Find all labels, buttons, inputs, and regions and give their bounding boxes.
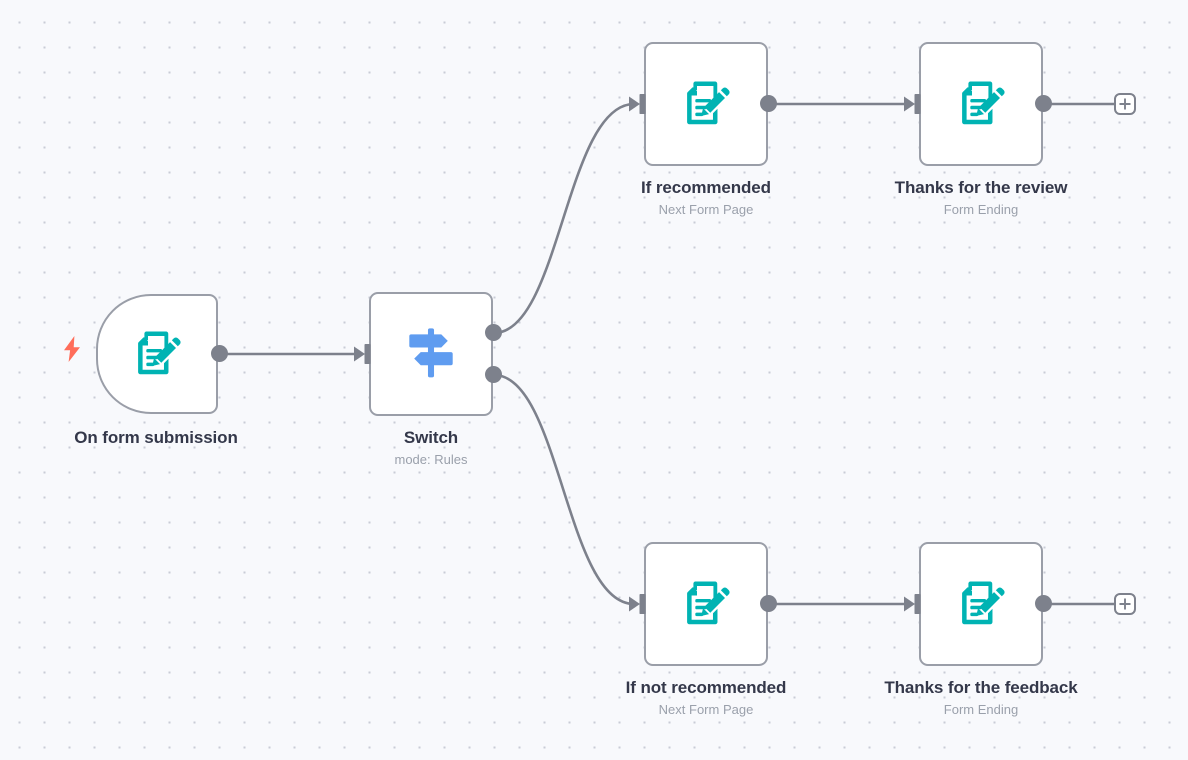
add-node-button-top[interactable] (1114, 93, 1136, 115)
input-arrow-thanks-for-the-feedback (902, 593, 924, 615)
trigger-lightning-bolt-icon (62, 336, 82, 362)
form-document-pencil-icon (954, 77, 1008, 131)
connection-switch-to-if-not-recommended (492, 373, 636, 606)
node-on-form-submission[interactable] (96, 294, 218, 414)
input-arrow-if-recommended (627, 93, 649, 115)
add-node-button-bottom[interactable] (1114, 593, 1136, 615)
form-document-pencil-icon (679, 577, 733, 631)
caption-if-recommended: If recommended Next Form Page (556, 178, 856, 219)
output-dot-thanks-for-the-review[interactable] (1035, 95, 1052, 112)
node-title: If recommended (641, 178, 771, 197)
node-title: On form submission (74, 428, 238, 447)
caption-if-not-recommended: If not recommended Next Form Page (556, 678, 856, 719)
output-dot-on-form-submission[interactable] (211, 345, 228, 362)
node-subtitle: mode: Rules (394, 452, 468, 467)
caption-thanks-for-the-review: Thanks for the review Form Ending (831, 178, 1131, 219)
output-dot-if-recommended[interactable] (760, 95, 777, 112)
output-dot-if-not-recommended[interactable] (760, 595, 777, 612)
input-arrow-thanks-for-the-review (902, 93, 924, 115)
node-title: Thanks for the feedback (884, 678, 1078, 697)
input-arrow-switch (352, 343, 374, 365)
caption-thanks-for-the-feedback: Thanks for the feedback Form Ending (831, 678, 1131, 719)
output-dot-switch-1[interactable] (485, 366, 502, 383)
node-switch[interactable] (369, 292, 493, 416)
node-if-recommended[interactable] (644, 42, 768, 166)
input-arrow-if-not-recommended (627, 593, 649, 615)
node-subtitle: Form Ending (943, 702, 1019, 717)
output-dot-switch-0[interactable] (485, 324, 502, 341)
node-subtitle: Next Form Page (658, 202, 754, 217)
node-subtitle: Next Form Page (658, 702, 754, 717)
node-subtitle: Form Ending (943, 202, 1019, 217)
caption-switch: Switch mode: Rules (281, 428, 581, 469)
node-thanks-for-the-feedback[interactable] (919, 542, 1043, 666)
form-document-pencil-icon (679, 77, 733, 131)
node-title: Thanks for the review (894, 178, 1068, 197)
signpost-switch-icon (405, 326, 457, 382)
form-document-pencil-icon (954, 577, 1008, 631)
node-thanks-for-the-review[interactable] (919, 42, 1043, 166)
form-document-pencil-icon (130, 327, 184, 381)
node-title: If not recommended (625, 678, 787, 697)
caption-on-form-submission: On form submission (0, 428, 312, 451)
output-dot-thanks-for-the-feedback[interactable] (1035, 595, 1052, 612)
node-if-not-recommended[interactable] (644, 542, 768, 666)
node-title: Switch (403, 428, 459, 447)
